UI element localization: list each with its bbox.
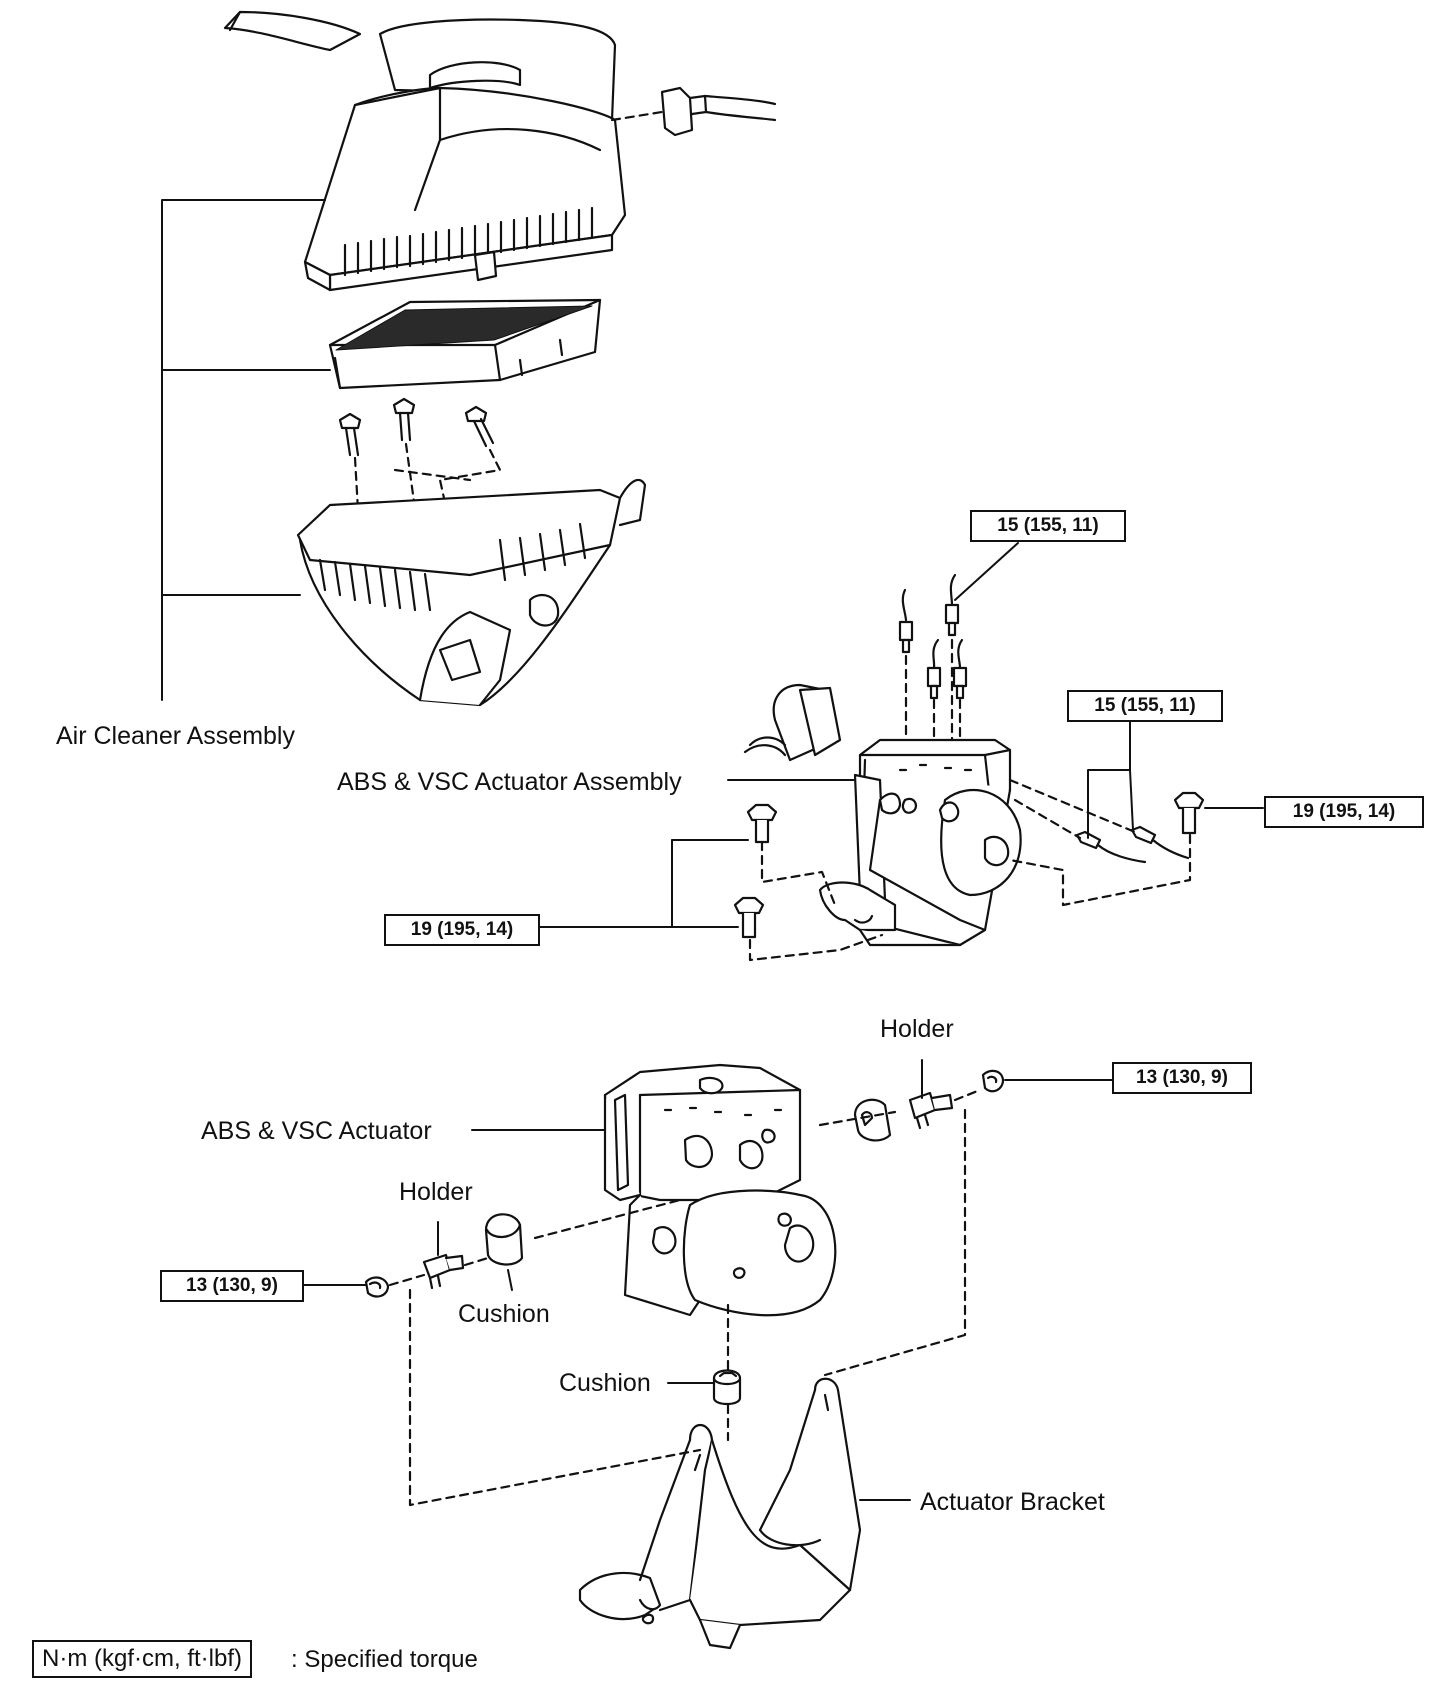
actuator-lower-leader-lines <box>301 1059 1113 1501</box>
air-cleaner-assembly-label: Air Cleaner Assembly <box>56 722 295 750</box>
actuator-lower-dashed-lines <box>388 1088 982 1507</box>
torque-unit-legend: N·m (kgf·cm, ft·lbf) <box>32 1640 252 1678</box>
actuator-assembly-upper-drawing <box>818 738 1022 947</box>
torque-spec-nut-upper-right: 13 (130, 9) <box>1112 1062 1252 1094</box>
torque-spec-bolt-left: 19 (195, 14) <box>384 914 540 946</box>
abs-vsc-actuator-assembly-label: ABS & VSC Actuator Assembly <box>337 768 682 796</box>
torque-legend-description: : Specified torque <box>291 1646 478 1673</box>
air-cleaner-cap-drawing <box>223 10 627 292</box>
holder-upper-label: Holder <box>880 1015 954 1043</box>
actuator-connector-drawing <box>743 683 842 762</box>
cushion-bottom-label: Cushion <box>559 1369 651 1397</box>
holder-lower-label: Holder <box>399 1178 473 1206</box>
actuator-bracket-label: Actuator Bracket <box>920 1488 1105 1516</box>
torque-spec-brake-line-right: 15 (155, 11) <box>1067 690 1223 722</box>
brake-line-fittings-drawing <box>898 573 968 742</box>
actuator-bracket-drawing <box>578 1377 862 1650</box>
abs-vsc-actuator-label: ABS & VSC Actuator <box>201 1117 432 1145</box>
air-cleaner-case-drawing <box>296 478 647 707</box>
air-cleaner-leader-lines <box>161 199 331 701</box>
actuator-lower-drawing <box>603 1063 837 1317</box>
cushion-left-label: Cushion <box>458 1300 550 1328</box>
air-flow-sensor-connector-drawing <box>610 86 777 137</box>
actuator-assembly-dashed-lines <box>748 778 1192 962</box>
air-filter-element-drawing <box>328 298 602 390</box>
torque-spec-brake-line-top: 15 (155, 11) <box>970 510 1126 542</box>
mounting-hardware-drawing <box>364 1069 1005 1406</box>
actuator-assembly-bolts-drawing <box>733 791 1205 939</box>
actuator-assembly-leader-lines <box>536 542 1264 928</box>
torque-spec-bolt-right: 19 (195, 14) <box>1264 796 1424 828</box>
torque-spec-nut-lower-left: 13 (130, 9) <box>160 1270 304 1302</box>
